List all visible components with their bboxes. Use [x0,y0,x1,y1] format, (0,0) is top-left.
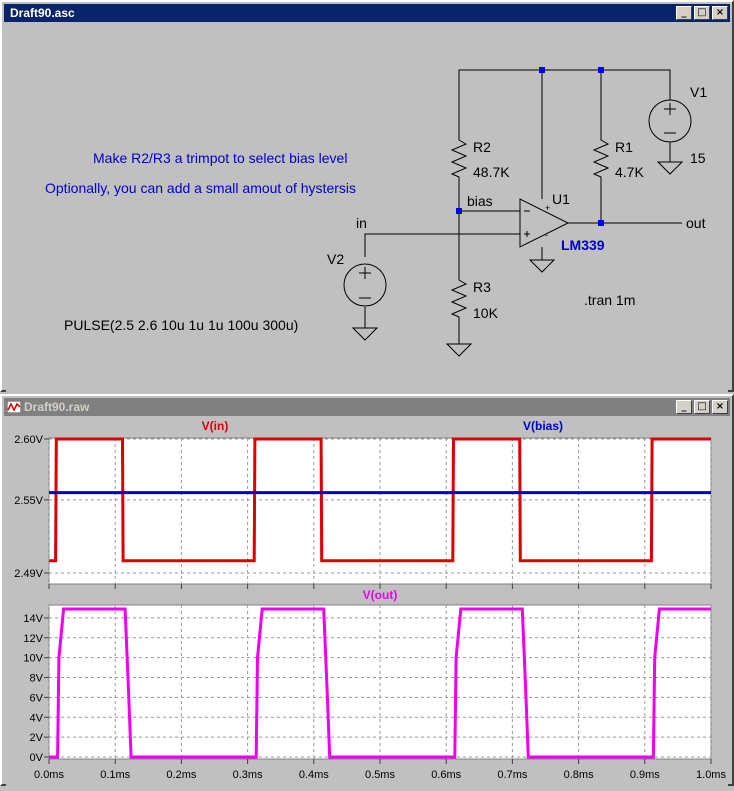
y-tick-label: 2.55V [14,495,43,507]
junction-dot [456,208,462,214]
v1-name[interactable]: V1 [690,84,707,100]
resistor-r3-icon[interactable] [450,272,468,320]
x-tick-label: 0.3ms [233,769,263,781]
r3-value[interactable]: 10K [473,305,499,321]
y-tick-label: 2.60V [14,434,43,446]
x-tick-label: 0.5ms [365,769,395,781]
x-tick-label: 0.8ms [564,769,594,781]
schematic-title: Draft90.asc [10,6,75,20]
net-label-bias[interactable]: bias [467,193,493,209]
x-tick-label: 0.1ms [100,769,130,781]
y-tick-label: 10V [23,653,43,665]
x-tick-label: 0.7ms [497,769,527,781]
r1-name[interactable]: R1 [615,139,633,155]
schematic-titlebar[interactable]: Draft90.asc _ □ × [4,4,730,22]
opamp-u1-icon[interactable] [519,198,570,248]
comment-note[interactable]: Optionally, you can add a small amout of… [45,180,356,196]
comment-note[interactable]: Make R2/R3 a trimpot to select bias leve… [93,150,347,166]
y-tick-label: 2V [30,732,44,744]
junction-dot [598,220,604,226]
waveform-icon [7,401,21,413]
x-tick-label: 0.4ms [299,769,329,781]
ground-icon [528,259,556,273]
ground-icon [656,161,684,175]
opamp-minus-label: - [545,230,548,240]
wires [364,69,682,344]
plot-area[interactable]: 2.60V 2.55V 2.49V V(in) V(bias) 14V 12V 10V 8V 6… [6,418,728,786]
waveform-titlebar[interactable]: Draft90.raw _ □ × [4,398,730,416]
plot-pane-background[interactable] [48,604,712,760]
close-icon[interactable]: × [712,400,728,414]
v1-value[interactable]: 15 [690,150,706,166]
r2-name[interactable]: R2 [473,139,491,155]
waveform-window[interactable]: Draft90.raw _ □ × 2.60V 2.55V 2.49V V(in) V(… [0,394,734,786]
junction-dot [539,67,545,73]
schematic-canvas[interactable]: + - R2 48.7K R1 4.7K R3 10K V1 [6,24,728,392]
net-label-out[interactable]: out [686,215,706,231]
minimize-icon[interactable]: _ [676,400,692,414]
series-line-vout[interactable] [49,607,711,759]
wire-top [458,69,671,132]
y-tick-label: 2.49V [14,568,43,580]
net-label-in[interactable]: in [356,215,367,231]
series-line-vin[interactable] [49,437,711,563]
close-icon[interactable]: × [712,6,728,20]
y-tick-label: 0V [30,752,44,764]
x-tick-label: 0.9ms [630,769,660,781]
r3-name[interactable]: R3 [473,279,491,295]
y-tick-label: 6V [30,692,44,704]
x-tick-label: 0.2ms [166,769,196,781]
schematic-window[interactable]: Draft90.asc _ □ × [0,0,734,392]
v2-name[interactable]: V2 [327,251,344,267]
schematic-svg[interactable]: + - R2 48.7K R1 4.7K R3 10K V1 [6,24,728,392]
v2-value[interactable]: PULSE(2.5 2.6 10u 1u 1u 100u 300u) [64,317,298,333]
spice-directive[interactable]: .tran 1m [584,292,635,308]
y-tick-label: 8V [30,673,44,685]
trace-label[interactable]: V(out) [363,588,398,602]
ground-icon [445,343,473,357]
u1-name[interactable]: U1 [552,191,570,207]
waveform-title: Draft90.raw [24,400,90,414]
voltage-source-v1-icon[interactable] [648,94,692,148]
r2-value[interactable]: 48.7K [473,164,510,180]
ground-icon [351,327,379,341]
resistor-r2-icon[interactable] [450,132,468,180]
maximize-icon[interactable]: □ [694,400,710,414]
x-tick-label: 0.0ms [34,769,64,781]
junction-dot [598,67,604,73]
x-tick-label: 1.0ms [696,769,726,781]
waveform-plot-svg[interactable]: 2.60V 2.55V 2.49V V(in) V(bias) 14V 12V 10V 8V 6… [6,418,728,786]
trace-label[interactable]: V(in) [202,419,229,433]
u1-value[interactable]: LM339 [561,237,605,253]
minimize-icon[interactable]: _ [676,6,692,20]
wire-in [364,233,520,257]
r1-value[interactable]: 4.7K [615,164,644,180]
opamp-plus-label: + [545,203,550,213]
voltage-source-v2-icon[interactable] [343,263,387,307]
maximize-icon[interactable]: □ [694,6,710,20]
y-tick-label: 14V [23,613,43,625]
trace-label[interactable]: V(bias) [523,419,563,433]
x-tick-label: 0.6ms [431,769,461,781]
resistor-r1-icon[interactable] [592,132,610,180]
y-tick-label: 12V [23,633,43,645]
y-tick-label: 4V [30,712,44,724]
